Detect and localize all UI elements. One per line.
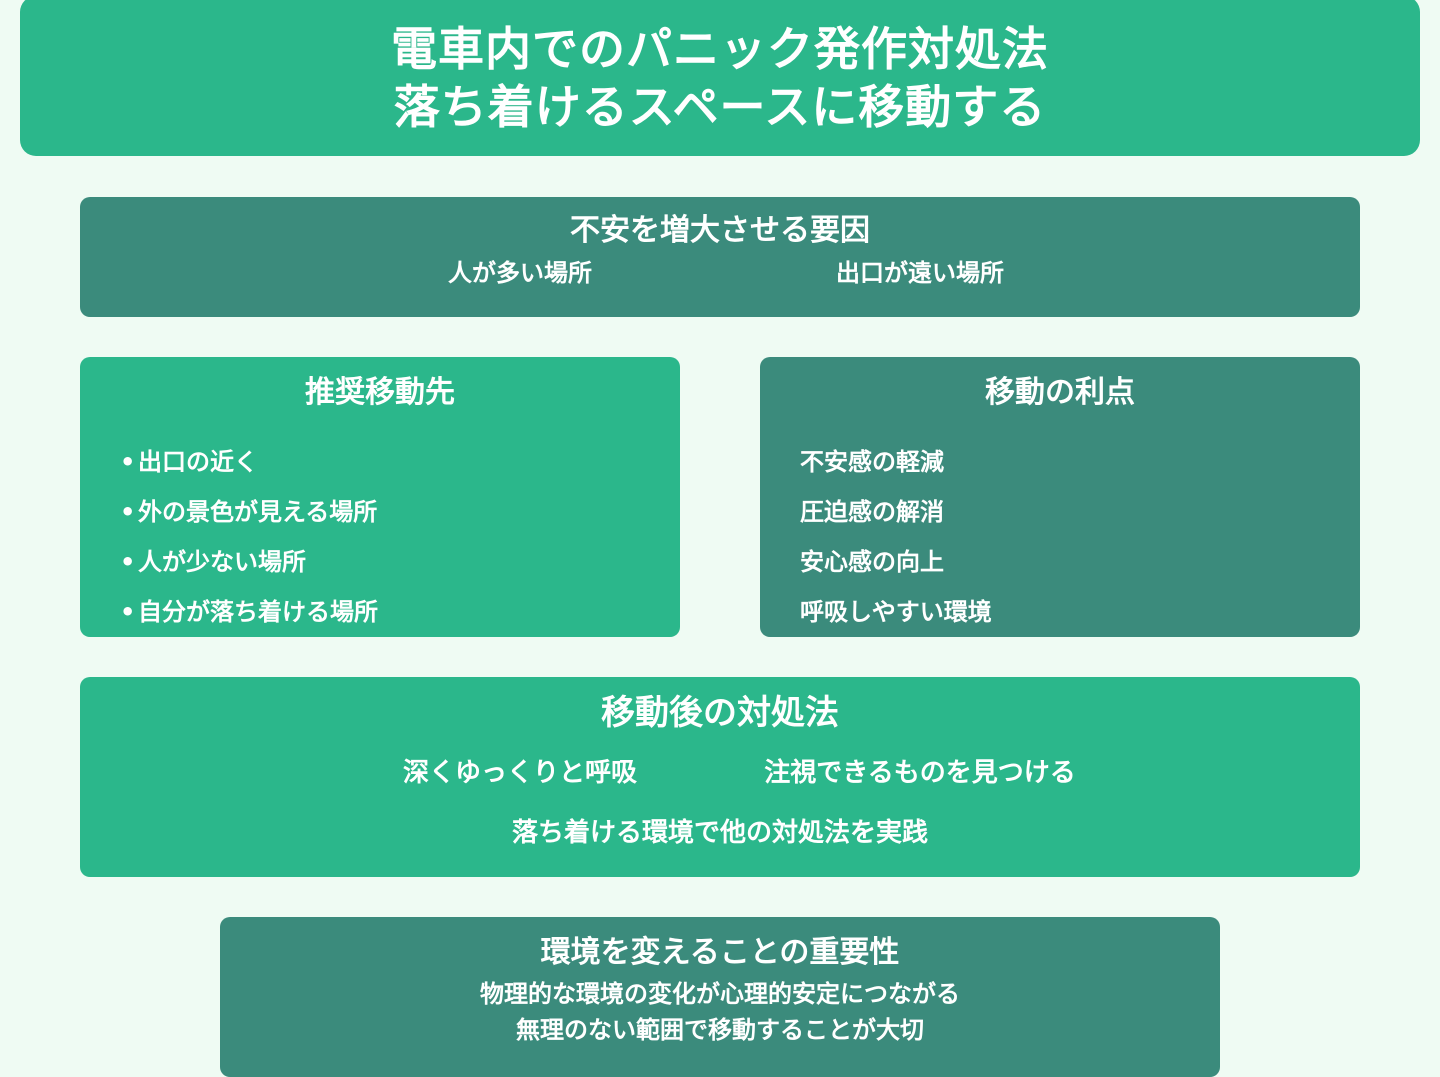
bullet-icon: • bbox=[120, 498, 136, 526]
benefits-list: 不安感の軽減 圧迫感の解消 安心感の向上 呼吸しやすい環境 bbox=[800, 437, 992, 637]
after-moving-item: 落ち着ける環境で他の対処法を実践 bbox=[511, 818, 928, 848]
recommended-destinations-list: •出口の近く •外の景色が見える場所 •人が少ない場所 •自分が落ち着ける場所 bbox=[120, 437, 378, 637]
list-item: 呼吸しやすい環境 bbox=[800, 598, 992, 626]
title-banner: 電車内でのパニック発作対処法 落ち着けるスペースに移動する bbox=[20, 0, 1420, 156]
destination-label: 人が少ない場所 bbox=[138, 548, 306, 576]
list-item: 圧迫感の解消 bbox=[800, 498, 944, 526]
after-moving-item: 深くゆっくりと呼吸 bbox=[402, 758, 637, 788]
list-item: 安心感の向上 bbox=[800, 548, 944, 576]
importance-line: 物理的な環境の変化が心理的安定につながる bbox=[480, 980, 960, 1008]
bullet-icon: • bbox=[120, 598, 136, 626]
anxiety-factors-heading: 不安を増大させる要因 bbox=[570, 213, 870, 248]
anxiety-factors-box: 不安を増大させる要因 人が多い場所 出口が遠い場所 bbox=[80, 197, 1360, 317]
importance-heading: 環境を変えることの重要性 bbox=[540, 935, 900, 970]
list-item: •人が少ない場所 bbox=[120, 537, 378, 587]
title-line-2: 落ち着けるスペースに移動する bbox=[393, 80, 1047, 134]
title-line-1: 電車内でのパニック発作対処法 bbox=[391, 22, 1049, 76]
importance-line: 無理のない範囲で移動することが大切 bbox=[516, 1016, 924, 1044]
list-item: •外の景色が見える場所 bbox=[120, 487, 378, 537]
after-moving-box: 移動後の対処法 深くゆっくりと呼吸 注視できるものを見つける 落ち着ける環境で他… bbox=[80, 677, 1360, 877]
recommended-destinations-box: 推奨移動先 •出口の近く •外の景色が見える場所 •人が少ない場所 •自分が落ち… bbox=[80, 357, 680, 637]
destination-label: 外の景色が見える場所 bbox=[138, 498, 378, 526]
after-moving-heading: 移動後の対処法 bbox=[601, 693, 839, 733]
list-item: 不安感の軽減 bbox=[800, 448, 944, 476]
destination-label: 出口の近く bbox=[138, 448, 258, 476]
list-item: •出口の近く bbox=[120, 437, 378, 487]
anxiety-factor-item: 人が多い場所 bbox=[448, 259, 592, 287]
benefits-heading: 移動の利点 bbox=[985, 375, 1135, 410]
anxiety-factor-item: 出口が遠い場所 bbox=[836, 259, 1004, 287]
importance-box: 環境を変えることの重要性 物理的な環境の変化が心理的安定につながる 無理のない範… bbox=[220, 917, 1220, 1077]
after-moving-item: 注視できるものを見つける bbox=[764, 758, 1076, 788]
destination-label: 自分が落ち着ける場所 bbox=[138, 598, 378, 626]
list-item: •自分が落ち着ける場所 bbox=[120, 587, 378, 637]
bullet-icon: • bbox=[120, 548, 136, 576]
recommended-destinations-heading: 推奨移動先 bbox=[305, 375, 455, 410]
benefits-box: 移動の利点 不安感の軽減 圧迫感の解消 安心感の向上 呼吸しやすい環境 bbox=[760, 357, 1360, 637]
bullet-icon: • bbox=[120, 448, 136, 476]
